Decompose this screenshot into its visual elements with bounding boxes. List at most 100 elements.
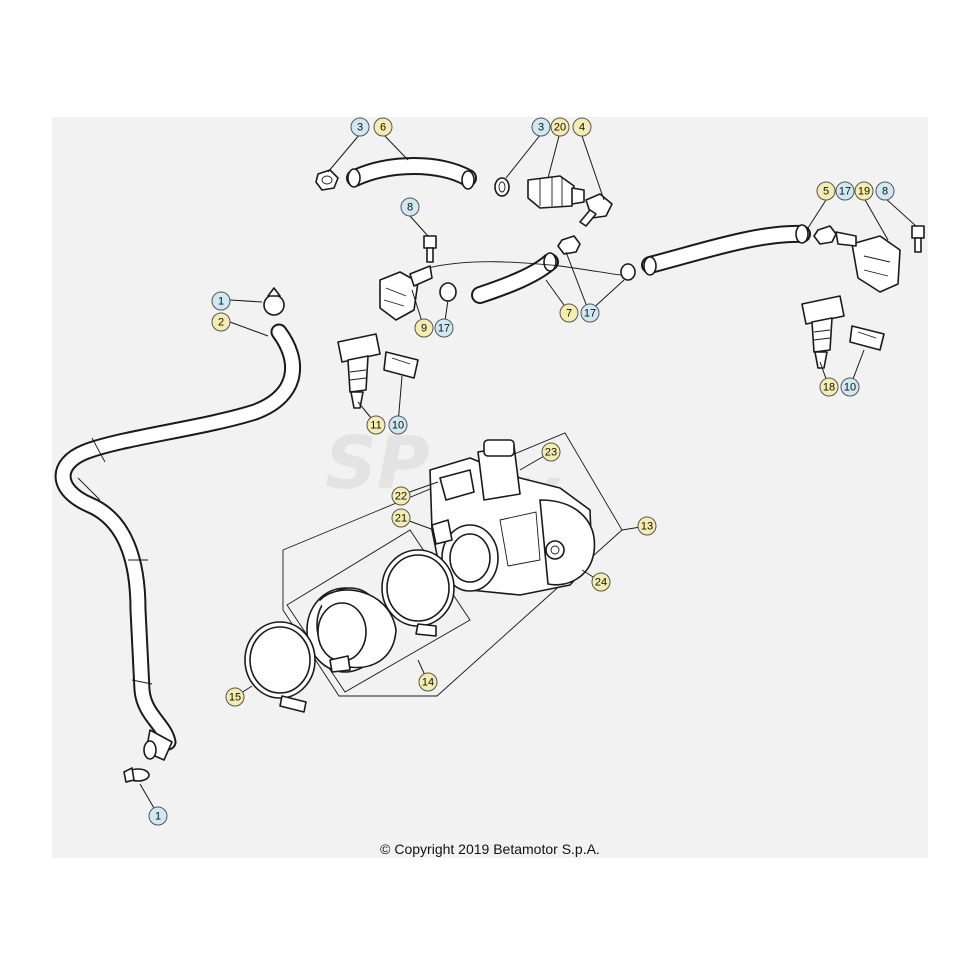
pressure-regulator <box>527 175 585 209</box>
callout-marker <box>388 415 408 435</box>
callout-label: 10 <box>392 420 404 432</box>
callout-label: 8 <box>407 202 413 214</box>
callout-14: 14 <box>418 672 438 692</box>
callout-label: 24 <box>595 577 607 589</box>
hose-clamp-top <box>263 287 285 316</box>
callout-label: 1 <box>155 811 161 823</box>
callout-marker <box>211 312 231 332</box>
callout-24: 24 <box>591 572 611 592</box>
callout-marker <box>541 442 561 462</box>
callout-marker <box>819 377 839 397</box>
callout-marker <box>391 508 411 528</box>
callout-3: 3 <box>350 117 370 137</box>
right-hose <box>641 224 811 276</box>
callout-17: 17 <box>580 303 600 323</box>
callout-label: 6 <box>380 122 386 134</box>
callout-label: 3 <box>538 122 544 134</box>
callout-marker <box>572 117 592 137</box>
callout-marker <box>391 486 411 506</box>
callout-9: 9 <box>414 318 434 338</box>
callout-label: 13 <box>641 521 653 533</box>
elbow-fitting-top <box>579 193 613 227</box>
callout-marker <box>550 117 570 137</box>
callout-19: 19 <box>854 181 874 201</box>
callout-label: 11 <box>370 420 381 432</box>
nut-upper-left <box>315 169 339 191</box>
callout-marker <box>148 806 168 826</box>
small-fittings <box>439 225 837 302</box>
bolt-left <box>423 235 437 263</box>
callout-11: 11 <box>366 415 386 435</box>
callout-label: 17 <box>839 186 851 198</box>
callout-label: 17 <box>438 323 450 335</box>
callout-marker <box>414 318 434 338</box>
callout-marker <box>225 687 245 707</box>
callout-marker <box>373 117 393 137</box>
callout-label: 1 <box>218 296 224 308</box>
callout-1: 1 <box>148 806 168 826</box>
callout-marker <box>580 303 600 323</box>
callout-2: 2 <box>211 312 231 332</box>
callout-label: 22 <box>395 491 407 503</box>
callout-marker <box>559 303 579 323</box>
callout-6: 6 <box>373 117 393 137</box>
callout-18: 18 <box>819 377 839 397</box>
callout-label: 21 <box>395 513 407 525</box>
callout-marker <box>400 197 420 217</box>
left-injector <box>337 333 381 409</box>
callout-17: 17 <box>434 318 454 338</box>
callout-marker <box>434 318 454 338</box>
upper-hose <box>346 157 477 190</box>
callout-15: 15 <box>225 687 245 707</box>
callout-marker <box>854 181 874 201</box>
callout-marker <box>637 516 657 536</box>
left-fuel-rail-block <box>379 265 433 321</box>
callout-label: 14 <box>422 677 434 689</box>
callout-label: 7 <box>566 308 572 320</box>
callout-marker <box>350 117 370 137</box>
right-injector-clip <box>849 325 885 351</box>
fuel-line-thin <box>427 261 629 277</box>
callout-label: 9 <box>421 323 427 335</box>
callout-marker <box>591 572 611 592</box>
callout-marker <box>816 181 836 201</box>
intake-boot <box>306 587 397 673</box>
callout-marker <box>418 672 438 692</box>
callout-20: 20 <box>550 117 570 137</box>
middle-hose <box>471 252 559 304</box>
callout-label: 2 <box>218 317 224 329</box>
bolt-right <box>911 225 925 253</box>
callout-8: 8 <box>875 181 895 201</box>
left-injector-clip <box>383 351 419 379</box>
callout-21: 21 <box>391 508 411 528</box>
callout-10: 10 <box>388 415 408 435</box>
clamp-ring-right <box>381 549 455 637</box>
callout-22: 22 <box>391 486 411 506</box>
callout-17: 17 <box>835 181 855 201</box>
throttle-body <box>429 439 596 596</box>
callout-marker <box>875 181 895 201</box>
callout-label: 17 <box>584 308 596 320</box>
callout-label: 15 <box>229 692 241 704</box>
callout-label: 20 <box>554 122 566 134</box>
callout-label: 10 <box>844 382 856 394</box>
callout-label: 3 <box>357 122 363 134</box>
callout-10: 10 <box>840 377 860 397</box>
callout-3: 3 <box>531 117 551 137</box>
callout-13: 13 <box>637 516 657 536</box>
callout-label: 4 <box>579 122 585 134</box>
clamp-ring-left <box>244 621 316 713</box>
hose-clamp-bottom <box>123 767 150 783</box>
callout-marker <box>366 415 386 435</box>
callout-7: 7 <box>559 303 579 323</box>
callout-marker <box>835 181 855 201</box>
callout-4: 4 <box>572 117 592 137</box>
hose-elbow-end <box>143 729 173 761</box>
callout-label: 8 <box>882 186 888 198</box>
callout-label: 18 <box>823 382 835 394</box>
right-fuel-rail-block <box>835 231 901 293</box>
callout-label: 5 <box>823 186 829 198</box>
callout-label: 19 <box>858 186 870 198</box>
